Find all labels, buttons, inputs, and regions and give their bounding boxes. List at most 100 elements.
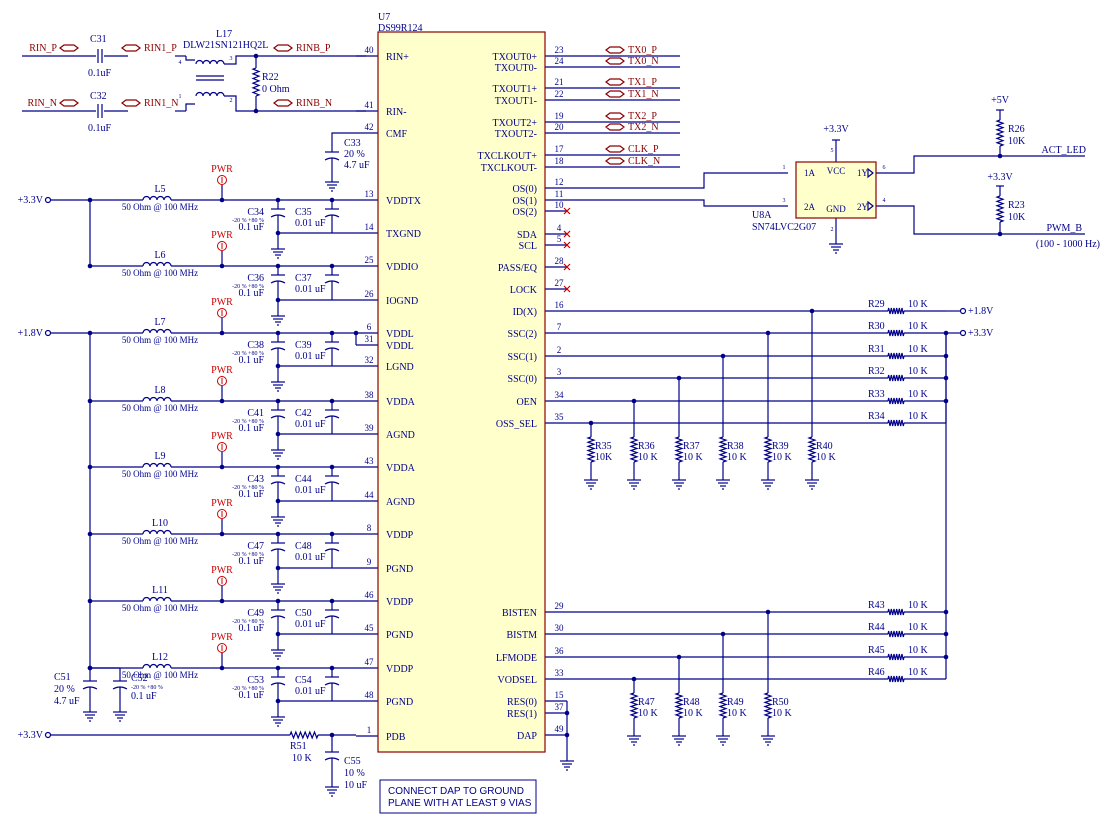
pin-number: 8 (367, 523, 372, 533)
net-flag-shape (605, 123, 625, 131)
capacitor-plate (324, 757, 340, 761)
pwr-label: PWR (211, 365, 233, 376)
junction-dot (275, 330, 281, 336)
tol-cap: -20 % +80 % (232, 284, 264, 290)
pin-number: 21 (555, 77, 564, 87)
val-pullup: 10 K (908, 389, 929, 400)
val-cap: 0.1 uF (238, 556, 264, 567)
junction-dot (564, 710, 570, 716)
resistor-r26 (995, 119, 1005, 147)
pin-number: 49 (555, 724, 565, 734)
val-pullup: 10 K (908, 622, 929, 633)
net-rinb-p (273, 44, 293, 52)
junction-dot (219, 330, 225, 336)
junction-dot (219, 464, 225, 470)
ground-symbol (271, 245, 285, 259)
pin-name: OS(2) (513, 207, 537, 218)
capacitor-plate (270, 415, 286, 419)
ref-pullup: R46 (868, 667, 885, 678)
no-connect-stroke (563, 230, 571, 238)
pin-number: 4 (557, 223, 562, 233)
capacitor-c39 (324, 341, 340, 351)
power-port (44, 196, 52, 204)
pin-number: 2 (557, 345, 562, 355)
pin-number: 20 (555, 122, 565, 132)
ic-u8a-body (795, 161, 877, 219)
resistor-r34 (887, 419, 905, 427)
tol-c52: -20 % +80 % (131, 685, 163, 691)
net-pwm-b: PWM_B (1046, 223, 1082, 234)
val-pulldown: 10 K (683, 452, 704, 463)
ref-pulldown: R36 (638, 441, 655, 452)
val-cap: 0.01 uF (295, 284, 326, 295)
capacitor-c34 (270, 208, 286, 218)
pin-name: AGND (386, 497, 415, 508)
net-label: TX2_N (628, 122, 659, 133)
rail-label: +3.3V (968, 328, 994, 339)
ref-pulldown: R38 (727, 441, 744, 452)
junction-dot (765, 609, 771, 615)
ref-inductor: L7 (154, 317, 165, 328)
ground-symbol (560, 757, 574, 771)
val-pulldown: 10 K (638, 452, 659, 463)
buf-pin-name: 2A (804, 202, 816, 212)
pin-number: 6 (367, 322, 372, 332)
tol-c51: 20 % (54, 684, 75, 695)
val-pullup: 10 K (908, 344, 929, 355)
junction-dot (329, 732, 335, 738)
junction-dot (275, 363, 281, 369)
pin-number: 13 (365, 189, 375, 199)
pin-name: PGND (386, 564, 413, 575)
pin-number: 37 (555, 702, 565, 712)
capacitor-c55 (324, 751, 340, 761)
pin-number: 43 (365, 456, 375, 466)
val-c52: 0.1 uF (131, 691, 157, 702)
pwr-test-point (217, 175, 227, 185)
pin-number: 23 (555, 45, 565, 55)
wire (185, 103, 195, 111)
ground-symbol (805, 476, 819, 490)
pin-name: SCL (519, 241, 537, 252)
pin-name: VDDL (386, 341, 414, 352)
wire (876, 155, 1085, 174)
val-inductor: 50 Ohm @ 100 MHz (122, 603, 198, 613)
ref-r26: R26 (1008, 124, 1025, 135)
junction-dot (275, 464, 281, 470)
ground-symbol (271, 446, 285, 460)
junction-dot (87, 330, 93, 336)
ic-part-number: DS99R124 (378, 23, 422, 34)
ref-inductor: L8 (154, 385, 165, 396)
val-inductor: 50 Ohm @ 100 MHz (122, 670, 198, 680)
net-label: RINB_P (296, 43, 331, 54)
junction-dot (943, 398, 949, 404)
buf-pin-name: VCC (827, 166, 846, 176)
ref-inductor: L10 (152, 518, 168, 529)
net-label: RIN_N (28, 98, 57, 109)
ref-c51: C51 (54, 672, 71, 683)
pin-number: 35 (555, 412, 565, 422)
val-pullup: 10 K (908, 321, 929, 332)
resistor-r23 (995, 195, 1005, 223)
net-flag-shape (605, 145, 625, 153)
buf-pin-num: 1 (783, 165, 786, 171)
resistor-r30 (887, 329, 905, 337)
pin-number: 30 (555, 623, 565, 633)
pin-number: 40 (365, 45, 375, 55)
resistor-r32 (887, 374, 905, 382)
val-c33: 4.7 uF (344, 160, 370, 171)
buf-pin-num: 3 (783, 198, 786, 204)
capacitor-plate (270, 682, 286, 686)
capacitor-c33 (324, 151, 340, 161)
resistor-r47 (629, 692, 639, 719)
ground-symbol (761, 732, 775, 746)
junction-dot (564, 732, 570, 738)
pin-name: LFMODE (496, 653, 537, 664)
val-cap: 0.01 uF (295, 686, 326, 697)
ground-symbol (716, 476, 730, 490)
junction-dot (275, 431, 281, 437)
pin-number: 7 (557, 322, 562, 332)
pwr-label: PWR (211, 632, 233, 643)
power-port (44, 329, 52, 337)
junction-dot (253, 53, 259, 59)
